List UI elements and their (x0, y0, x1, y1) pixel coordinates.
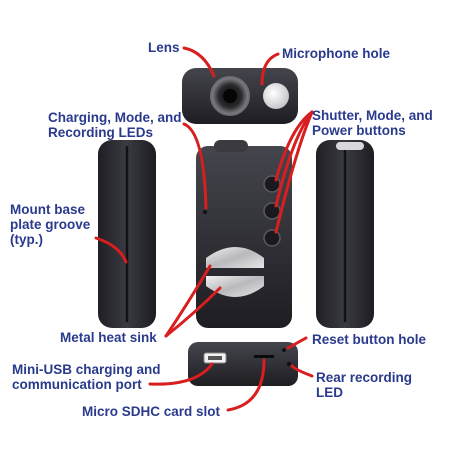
label-mount-groove: Mount base plate groove (typ.) (10, 202, 91, 247)
label-microphone-hole: Microphone hole (282, 46, 390, 61)
right-side-highlight (336, 142, 364, 150)
leader-groove (94, 236, 128, 264)
leader-heat-sink-lower (164, 286, 222, 338)
front-top-bump (214, 140, 248, 152)
bottom-view-body (188, 342, 298, 386)
leader-lens (182, 46, 216, 78)
reset-hole-icon (282, 348, 286, 352)
leader-mode (274, 110, 314, 208)
label-buttons: Shutter, Mode, and Power buttons (312, 108, 433, 138)
micro-sd-slot-icon (254, 355, 274, 358)
label-leds: Charging, Mode, and Recording LEDs (48, 110, 182, 140)
label-reset-hole: Reset button hole (312, 332, 426, 347)
microphone-hole-icon (263, 83, 289, 109)
leader-leds (182, 122, 208, 210)
leader-lines (94, 46, 314, 412)
rear-led-icon (286, 361, 292, 367)
label-rear-led: Rear recording LED (316, 370, 413, 400)
leader-usb (148, 362, 214, 386)
power-button[interactable] (263, 229, 281, 247)
heat-sink-upper (206, 247, 264, 268)
label-heat-sink: Metal heat sink (60, 330, 157, 345)
leader-reset (286, 336, 308, 350)
top-view (182, 68, 298, 124)
heat-sink-lower (206, 276, 264, 297)
lens-center-icon (223, 89, 237, 103)
leader-heat-sink-upper (164, 264, 212, 338)
label-lens: Lens (148, 40, 180, 55)
front-view (196, 140, 292, 328)
leader-rear-led (290, 364, 314, 378)
leader-microphone (260, 52, 280, 86)
label-mini-usb: Mini-USB charging and communication port (12, 362, 161, 392)
mini-usb-port-inner (208, 356, 222, 360)
left-side-view (98, 140, 156, 328)
leader-power (274, 110, 314, 234)
label-sd-slot: Micro SDHC card slot (82, 404, 221, 419)
leader-sd-slot (226, 358, 266, 412)
bottom-view (188, 342, 298, 386)
right-side-view (316, 140, 374, 328)
led-hole-icon (203, 210, 207, 214)
